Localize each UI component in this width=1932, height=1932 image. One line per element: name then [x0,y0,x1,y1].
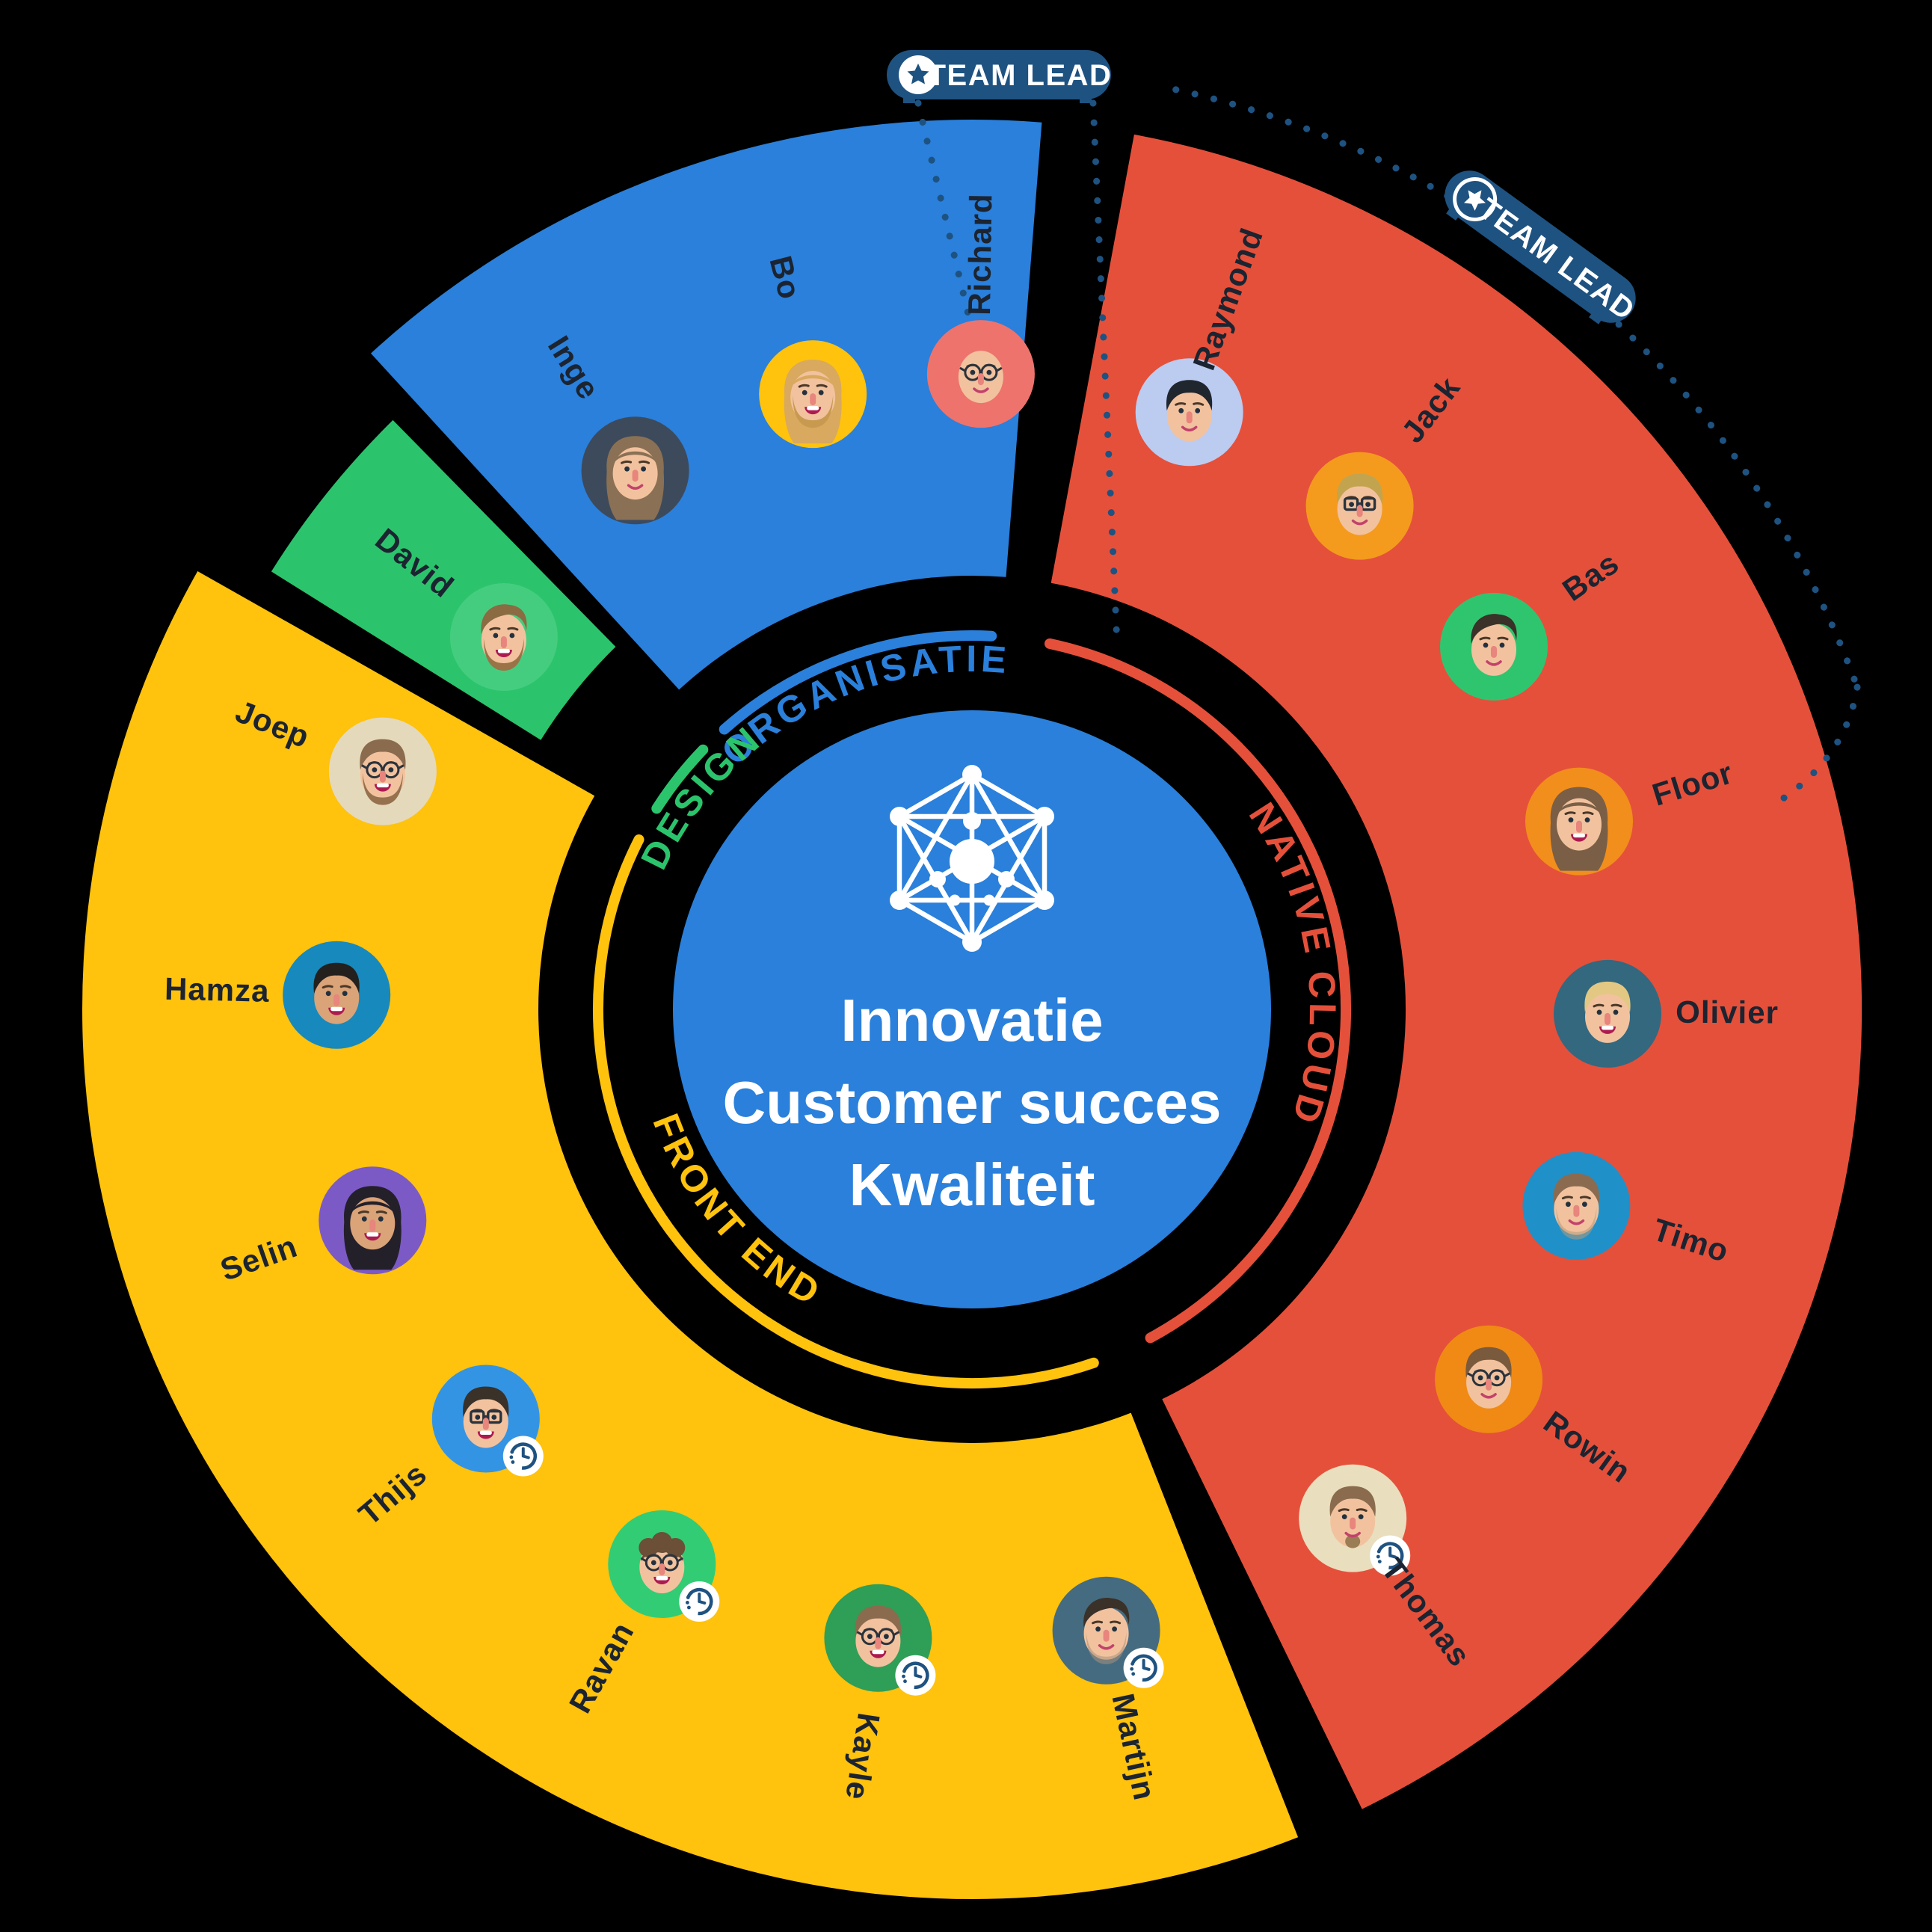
avatar-face [1465,1347,1512,1409]
member-avatar-hamza [283,941,391,1049]
member-avatar-rowin [1435,1325,1543,1433]
avatar-face [1083,1598,1130,1664]
clock-icon [502,1436,544,1477]
center-title-line-2: Customer succes [723,1069,1222,1136]
avatar-face [463,1386,509,1448]
team-lead-badge-1: TEAM LEAD [887,50,1113,103]
member-avatar-inge [581,416,689,525]
avatar-face [343,1186,402,1270]
avatar-face [313,962,360,1024]
inner-arc-front-end [593,834,1099,1389]
avatar-face [481,604,527,671]
member-avatar-jack [1305,452,1414,560]
avatar-face [784,360,842,444]
member-avatar-martijn [1052,1576,1164,1688]
member-avatar-richard [926,320,1035,428]
avatar-face [1553,1173,1600,1240]
clock-icon [679,1581,720,1622]
inner-arc-organisatie [719,630,997,735]
member-avatar-olivier [1554,959,1661,1068]
member-name-hamza: Hamza [164,971,270,1009]
member-avatar-thijs [431,1365,544,1477]
member-name-richard: Richard [962,193,998,316]
clock-icon [895,1655,936,1696]
avatar-face [1329,1486,1376,1548]
clock-icon [1123,1647,1164,1688]
member-avatar-joep [328,717,437,825]
dotted-connector-bas-arc [1172,86,1861,691]
team-wedge-front-end [82,571,1299,1899]
member-avatar-ravan [608,1510,720,1622]
member-name-olivier: Olivier [1676,994,1779,1030]
dotted-connector-gap [1089,99,1121,647]
member-avatar-thomas [1299,1464,1411,1576]
avatar-face [1471,614,1517,676]
member-avatar-timo [1522,1151,1631,1260]
avatar-face [639,1532,686,1593]
avatar-face [1166,380,1213,442]
dotted-connector-richard [914,99,977,340]
avatar-face [958,351,1003,404]
center-title-line-3: Kwaliteit [849,1151,1095,1218]
avatar-face [855,1605,902,1667]
center-title-line-1: Innovatie [840,987,1103,1053]
network-graph-icon [890,765,1054,952]
member-avatar-raymond [1135,358,1243,467]
dotted-connector-bas-tail [1777,683,1861,804]
member-avatar-bo [759,340,867,449]
team-lead-badge-label: TEAM LEAD [928,59,1113,92]
clock-icon [1370,1535,1411,1576]
avatar-face [1550,787,1608,871]
avatar-face [1584,981,1631,1043]
team-wedge-organisatie [371,120,1042,690]
inner-arc-native-cloud [1045,638,1352,1344]
inner-arc-design [651,744,709,814]
center-circle [673,710,1271,1308]
avatar-face [1336,473,1383,535]
avatar-face [606,436,665,520]
team-wedge-native-cloud [1050,134,1862,1809]
member-avatar-bas [1440,592,1548,701]
member-avatar-david [449,583,558,691]
avatar-face [360,739,406,805]
member-avatar-floor [1525,767,1633,876]
member-avatar-kayle [824,1584,936,1696]
member-avatar-selin [319,1166,427,1275]
